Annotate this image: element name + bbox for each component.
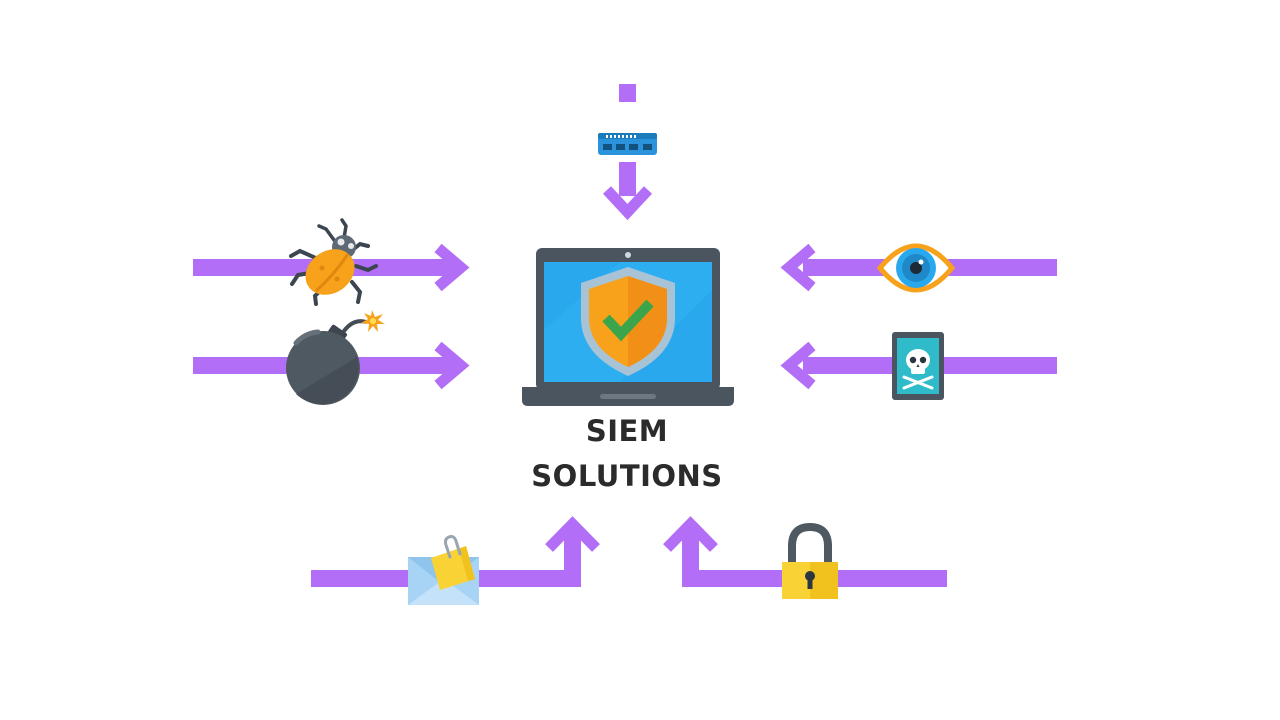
arrow-top-down	[602, 84, 653, 221]
title-line-2: SOLUTIONS	[531, 459, 722, 493]
bug-icon	[289, 218, 378, 306]
padlock-icon	[782, 522, 838, 599]
email-attachment-icon	[408, 535, 479, 605]
diagram-title: SIEM SOLUTIONS	[531, 414, 722, 493]
laptop-shield-icon	[522, 248, 734, 406]
bomb-icon	[286, 310, 385, 405]
eye-icon	[876, 243, 956, 293]
skull-tablet-icon	[892, 332, 944, 400]
title-line-1: SIEM	[586, 414, 668, 448]
network-switch-icon	[598, 133, 657, 155]
